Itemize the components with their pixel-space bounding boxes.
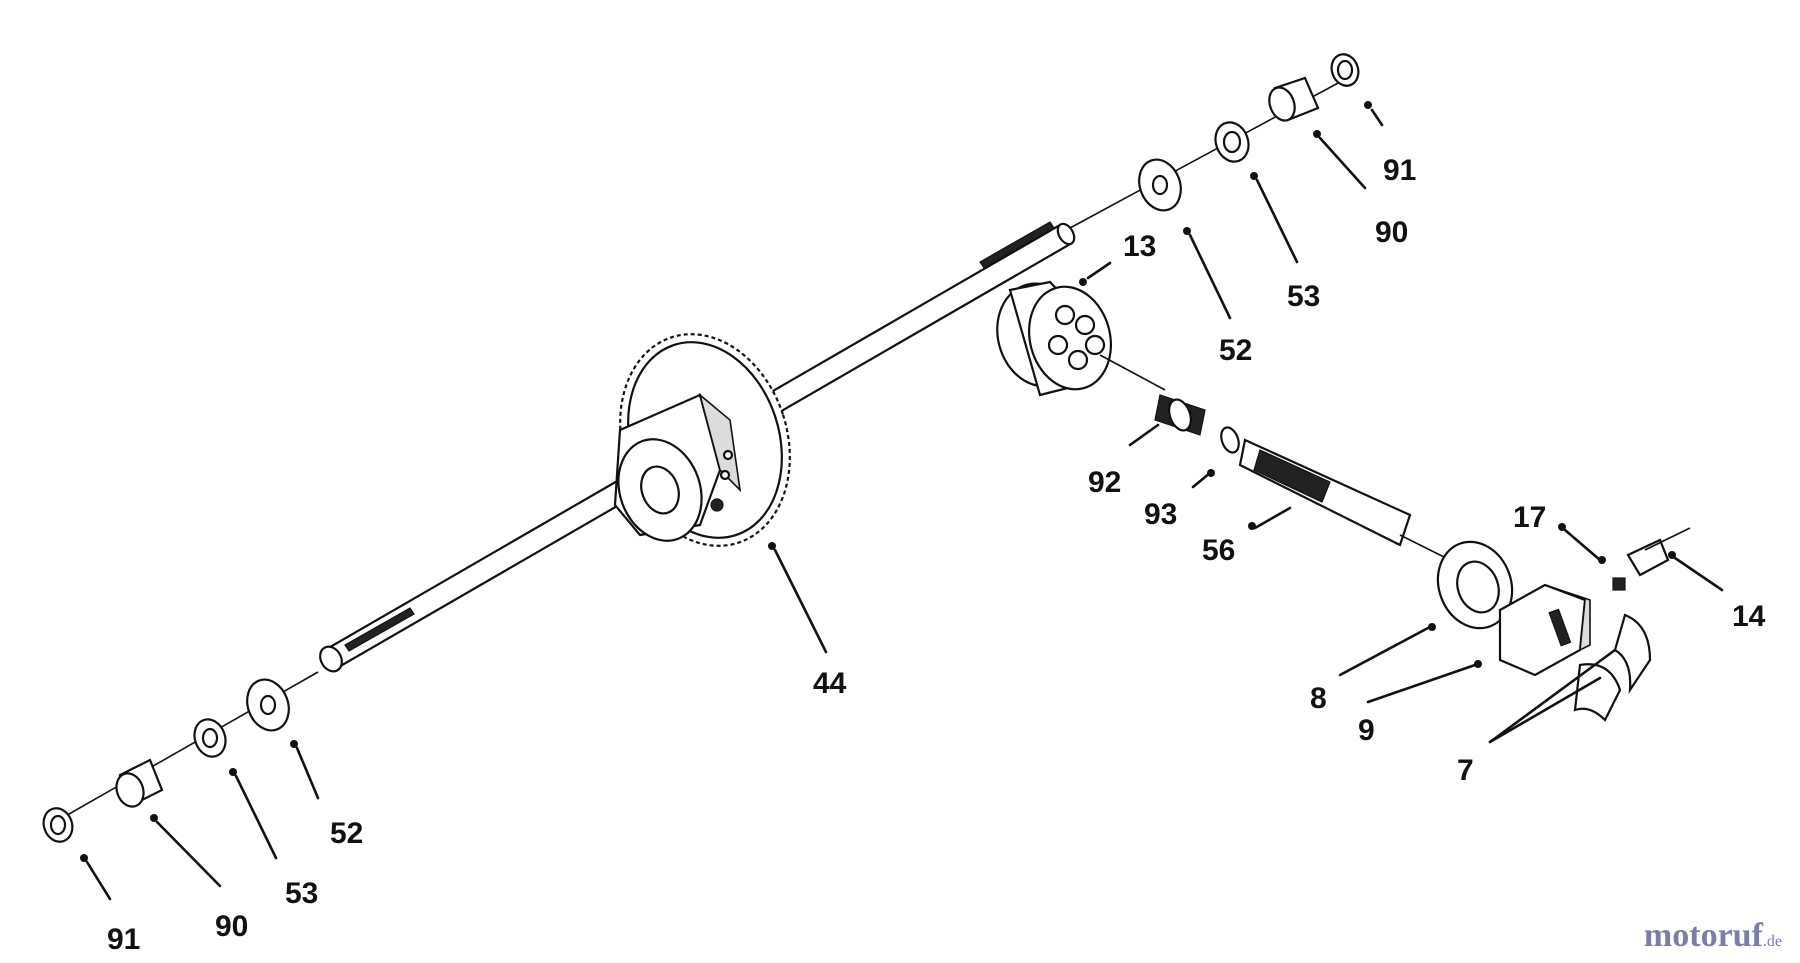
- left-washers: [42, 678, 290, 843]
- callout-44: 44: [813, 667, 847, 700]
- callouts: 91 90 13 53 52 92 93 56 17 14 8 9 7 44 5…: [107, 154, 1766, 956]
- callout-52-right: 52: [1219, 334, 1252, 367]
- callout-9: 9: [1358, 714, 1375, 747]
- callout-56: 56: [1202, 534, 1235, 567]
- leader-lines: [80, 101, 1724, 901]
- clutch-assembly: [1436, 527, 1691, 722]
- callout-91-right: 91: [1383, 154, 1416, 187]
- callout-91-left: 91: [107, 923, 140, 956]
- callout-53-right: 53: [1287, 280, 1320, 313]
- callout-13: 13: [1123, 230, 1156, 263]
- callout-93: 93: [1144, 498, 1177, 531]
- carrier-housing: [996, 280, 1166, 397]
- callout-8: 8: [1310, 682, 1327, 715]
- callout-53-left: 53: [285, 877, 318, 910]
- callout-7: 7: [1457, 754, 1474, 787]
- callout-17: 17: [1513, 501, 1546, 534]
- differential-gear: [613, 333, 791, 547]
- callout-90-left: 90: [215, 910, 248, 943]
- callout-52-left: 52: [330, 817, 363, 850]
- watermark-main: motoruf: [1643, 917, 1763, 954]
- spring-and-pinion: [1154, 394, 1461, 566]
- right-washers: [1138, 53, 1360, 212]
- watermark-tld: .de: [1762, 933, 1782, 950]
- callout-14: 14: [1732, 600, 1766, 633]
- watermark-logo: motoruf.de: [1644, 917, 1782, 955]
- callout-90-right: 90: [1375, 216, 1408, 249]
- callout-92: 92: [1088, 466, 1121, 499]
